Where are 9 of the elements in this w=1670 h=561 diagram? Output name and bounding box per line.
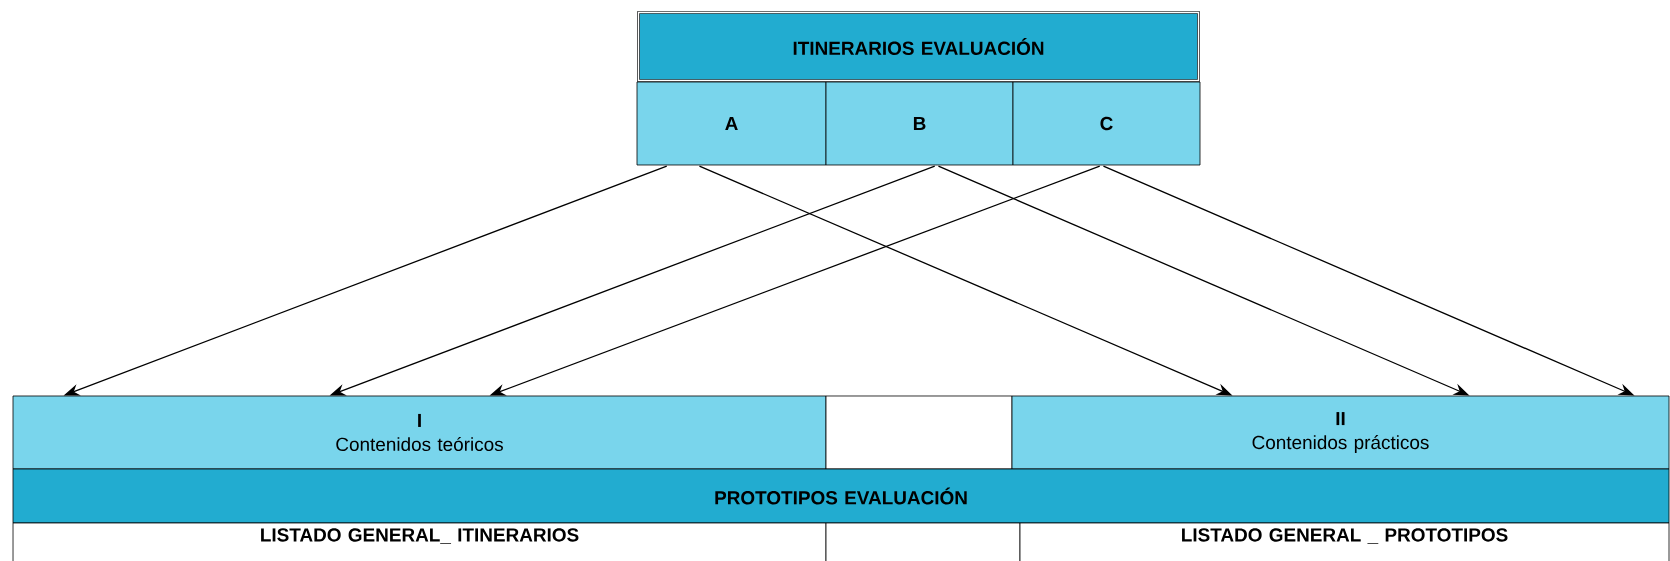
title-box: ITINERARIOS EVALUACIÓN [637, 11, 1200, 82]
content-box: I Contenidos teóricos [12, 395, 827, 470]
table-cell: C [1012, 81, 1201, 166]
node-text: LISTADO GENERAL_ ITINERARIOS [261, 528, 579, 544]
table-cell: B [825, 81, 1014, 166]
table-cell: A [636, 81, 827, 166]
heading-band: PROTOTIPOS EVALUACIÓN [12, 468, 1670, 524]
content-box: II Contenidos prácticos [1011, 395, 1670, 470]
node-text: LISTADO GENERAL _ PROTOTIPOS [1182, 528, 1508, 544]
